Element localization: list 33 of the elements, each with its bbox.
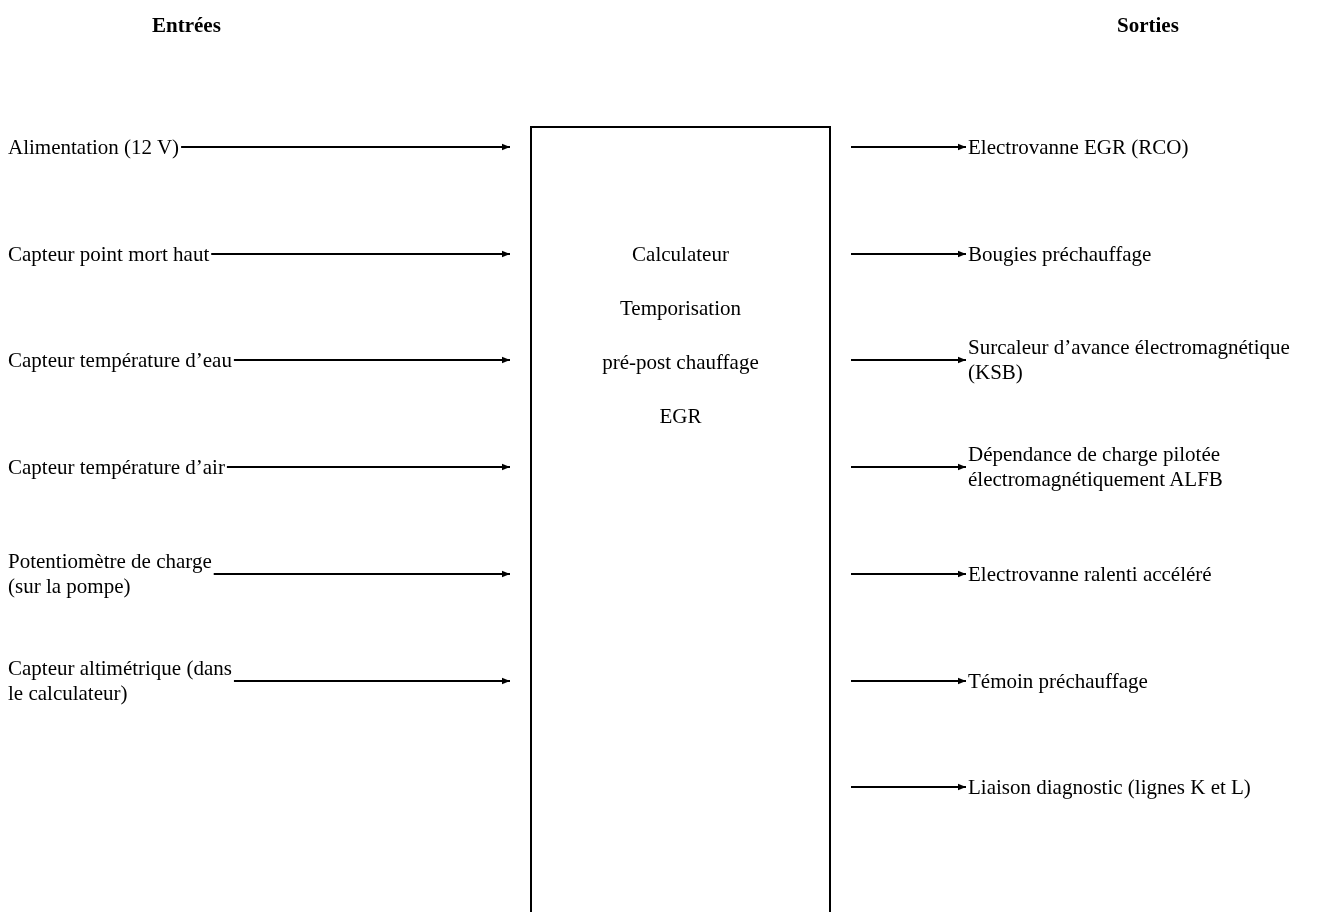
box-text: EGR bbox=[659, 403, 702, 430]
box-text: Temporisation bbox=[620, 295, 741, 322]
arrow bbox=[850, 143, 967, 151]
input-label: Alimentation (12 V) bbox=[8, 134, 180, 160]
arrow bbox=[232, 356, 511, 364]
arrow bbox=[210, 250, 511, 258]
input-label: Capteur point mort haut bbox=[8, 241, 210, 267]
arrow bbox=[180, 143, 511, 151]
output-label: Dépendance de charge pilotée électromagnétiquement ALFB bbox=[968, 442, 1308, 492]
output-label: Liaison diagnostic (lignes K et L) bbox=[968, 774, 1251, 800]
arrow bbox=[850, 783, 967, 791]
arrow bbox=[850, 463, 967, 471]
box-text: Calculateur bbox=[632, 241, 729, 268]
output-label: Témoin préchauffage bbox=[968, 668, 1148, 694]
column-heading: Entrées bbox=[152, 12, 221, 39]
output-label: Electrovanne ralenti accéléré bbox=[968, 561, 1212, 587]
box-text: pré-post chauffage bbox=[602, 349, 759, 376]
arrow bbox=[850, 570, 967, 578]
arrow bbox=[212, 570, 511, 578]
column-heading: Sorties bbox=[1117, 12, 1179, 39]
arrow bbox=[850, 677, 967, 685]
input-label: Capteur température d’eau bbox=[8, 347, 232, 373]
controller-box bbox=[530, 126, 831, 912]
input-label: Potentiomètre de charge (sur la pompe) bbox=[8, 549, 240, 599]
input-label: Capteur altimétrique (dans le calculateur) bbox=[8, 656, 240, 706]
output-label: Surcaleur d’avance électromagnétique (KSB) bbox=[968, 335, 1308, 385]
arrow bbox=[232, 677, 511, 685]
arrow bbox=[225, 463, 511, 471]
output-label: Electrovanne EGR (RCO) bbox=[968, 134, 1189, 160]
arrow bbox=[850, 250, 967, 258]
arrow bbox=[850, 356, 967, 364]
output-label: Bougies préchauffage bbox=[968, 241, 1152, 267]
input-label: Capteur température d’air bbox=[8, 454, 225, 480]
